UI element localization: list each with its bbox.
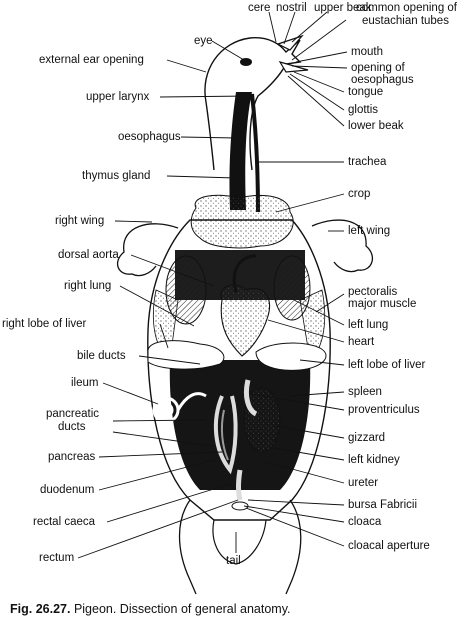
label-bile-ducts: bile ducts [77,350,126,362]
rectum-tube [236,469,243,501]
figure-caption-text: Pigeon. Dissection of general anatomy. [73,602,291,616]
oesophagus-tube [229,92,252,210]
label-external-ear: external ear opening [39,54,144,66]
ileum-coils [152,392,207,424]
label-thymus-gland: thymus gland [82,170,151,182]
label-oesophagus: oesophagus [118,131,181,143]
label-lower-beak: lower beak [348,120,404,132]
cloacal-aperture-shape [231,501,249,511]
label-upper-larynx: upper larynx [86,91,150,103]
label-pancreatic-2: ducts [58,421,86,433]
label-tongue: tongue [348,86,384,98]
label-trachea: trachea [348,156,387,168]
label-glottis: glottis [348,104,379,116]
left-wing-shape [311,219,374,273]
label-bursa-fabricii: bursa Fabricii [348,499,418,511]
leader-lines [77,11,348,559]
label-cloacal-aperture: cloacal aperture [348,540,430,552]
label-gizzard: gizzard [348,432,386,444]
label-tail: tail [226,555,241,567]
figure-caption: Fig. 26.27. Pigeon. Dissection of genera… [10,602,291,616]
gizzard-shape [243,387,281,453]
label-ileum: ileum [71,377,99,389]
label-pectoralis-1: pectoralis [348,286,398,298]
label-left-lung: left lung [348,319,389,331]
label-left-lobe-liver: left lobe of liver [348,359,426,371]
trachea-tube [250,93,260,213]
label-eustachian-1: common opening of [356,2,458,14]
label-proventriculus: proventriculus [348,404,420,416]
upper-cavity [175,250,305,300]
label-left-kidney: left kidney [348,454,400,466]
label-oesophagus-opening-2: oesophagus [351,74,414,86]
duodenum-loop [213,395,238,475]
label-cloaca: cloaca [348,516,382,528]
eye-shape [240,58,252,66]
left-leg-shape [285,499,302,595]
label-duodenum: duodenum [40,484,95,496]
label-pectoralis-2: major muscle [348,298,417,310]
label-upper-beak: upper beak [314,2,372,14]
proventriculus-shape [243,379,258,417]
label-rectal-caeca: rectal caeca [33,516,96,528]
label-mouth: mouth [351,46,383,58]
label-cere: cere [248,2,271,14]
label-pancreas: pancreas [48,451,96,463]
label-crop: crop [348,188,371,200]
label-eye: eye [194,35,213,47]
label-heart: heart [348,336,375,348]
label-right-lung: right lung [64,280,112,292]
right-liver-lobe-shape [147,340,225,370]
label-eustachian-2: eustachian tubes [362,15,449,27]
right-wing-shape [116,223,179,277]
label-ureter: ureter [348,477,379,489]
label-spleen: spleen [348,386,382,398]
label-left-wing: left wing [348,225,391,237]
tail-shape [212,519,267,565]
heart-shape [220,284,270,357]
label-dorsal-aorta: dorsal aorta [58,249,119,261]
label-oesophagus-opening-1: opening of [351,62,405,74]
label-nostril: nostril [276,2,307,14]
label-right-wing: right wing [55,215,105,227]
body-cavity [169,360,311,490]
right-leg-shape [178,499,197,595]
pancreas-strip [220,409,229,461]
aorta-vessel [232,254,257,293]
label-rectum: rectum [39,552,75,564]
figure-number: Fig. 26.27. [10,602,71,616]
left-liver-lobe-shape [255,342,327,371]
crop-shape [190,194,294,249]
label-right-lobe-liver: right lobe of liver [2,318,87,330]
label-pancreatic-1: pancreatic [46,408,100,420]
